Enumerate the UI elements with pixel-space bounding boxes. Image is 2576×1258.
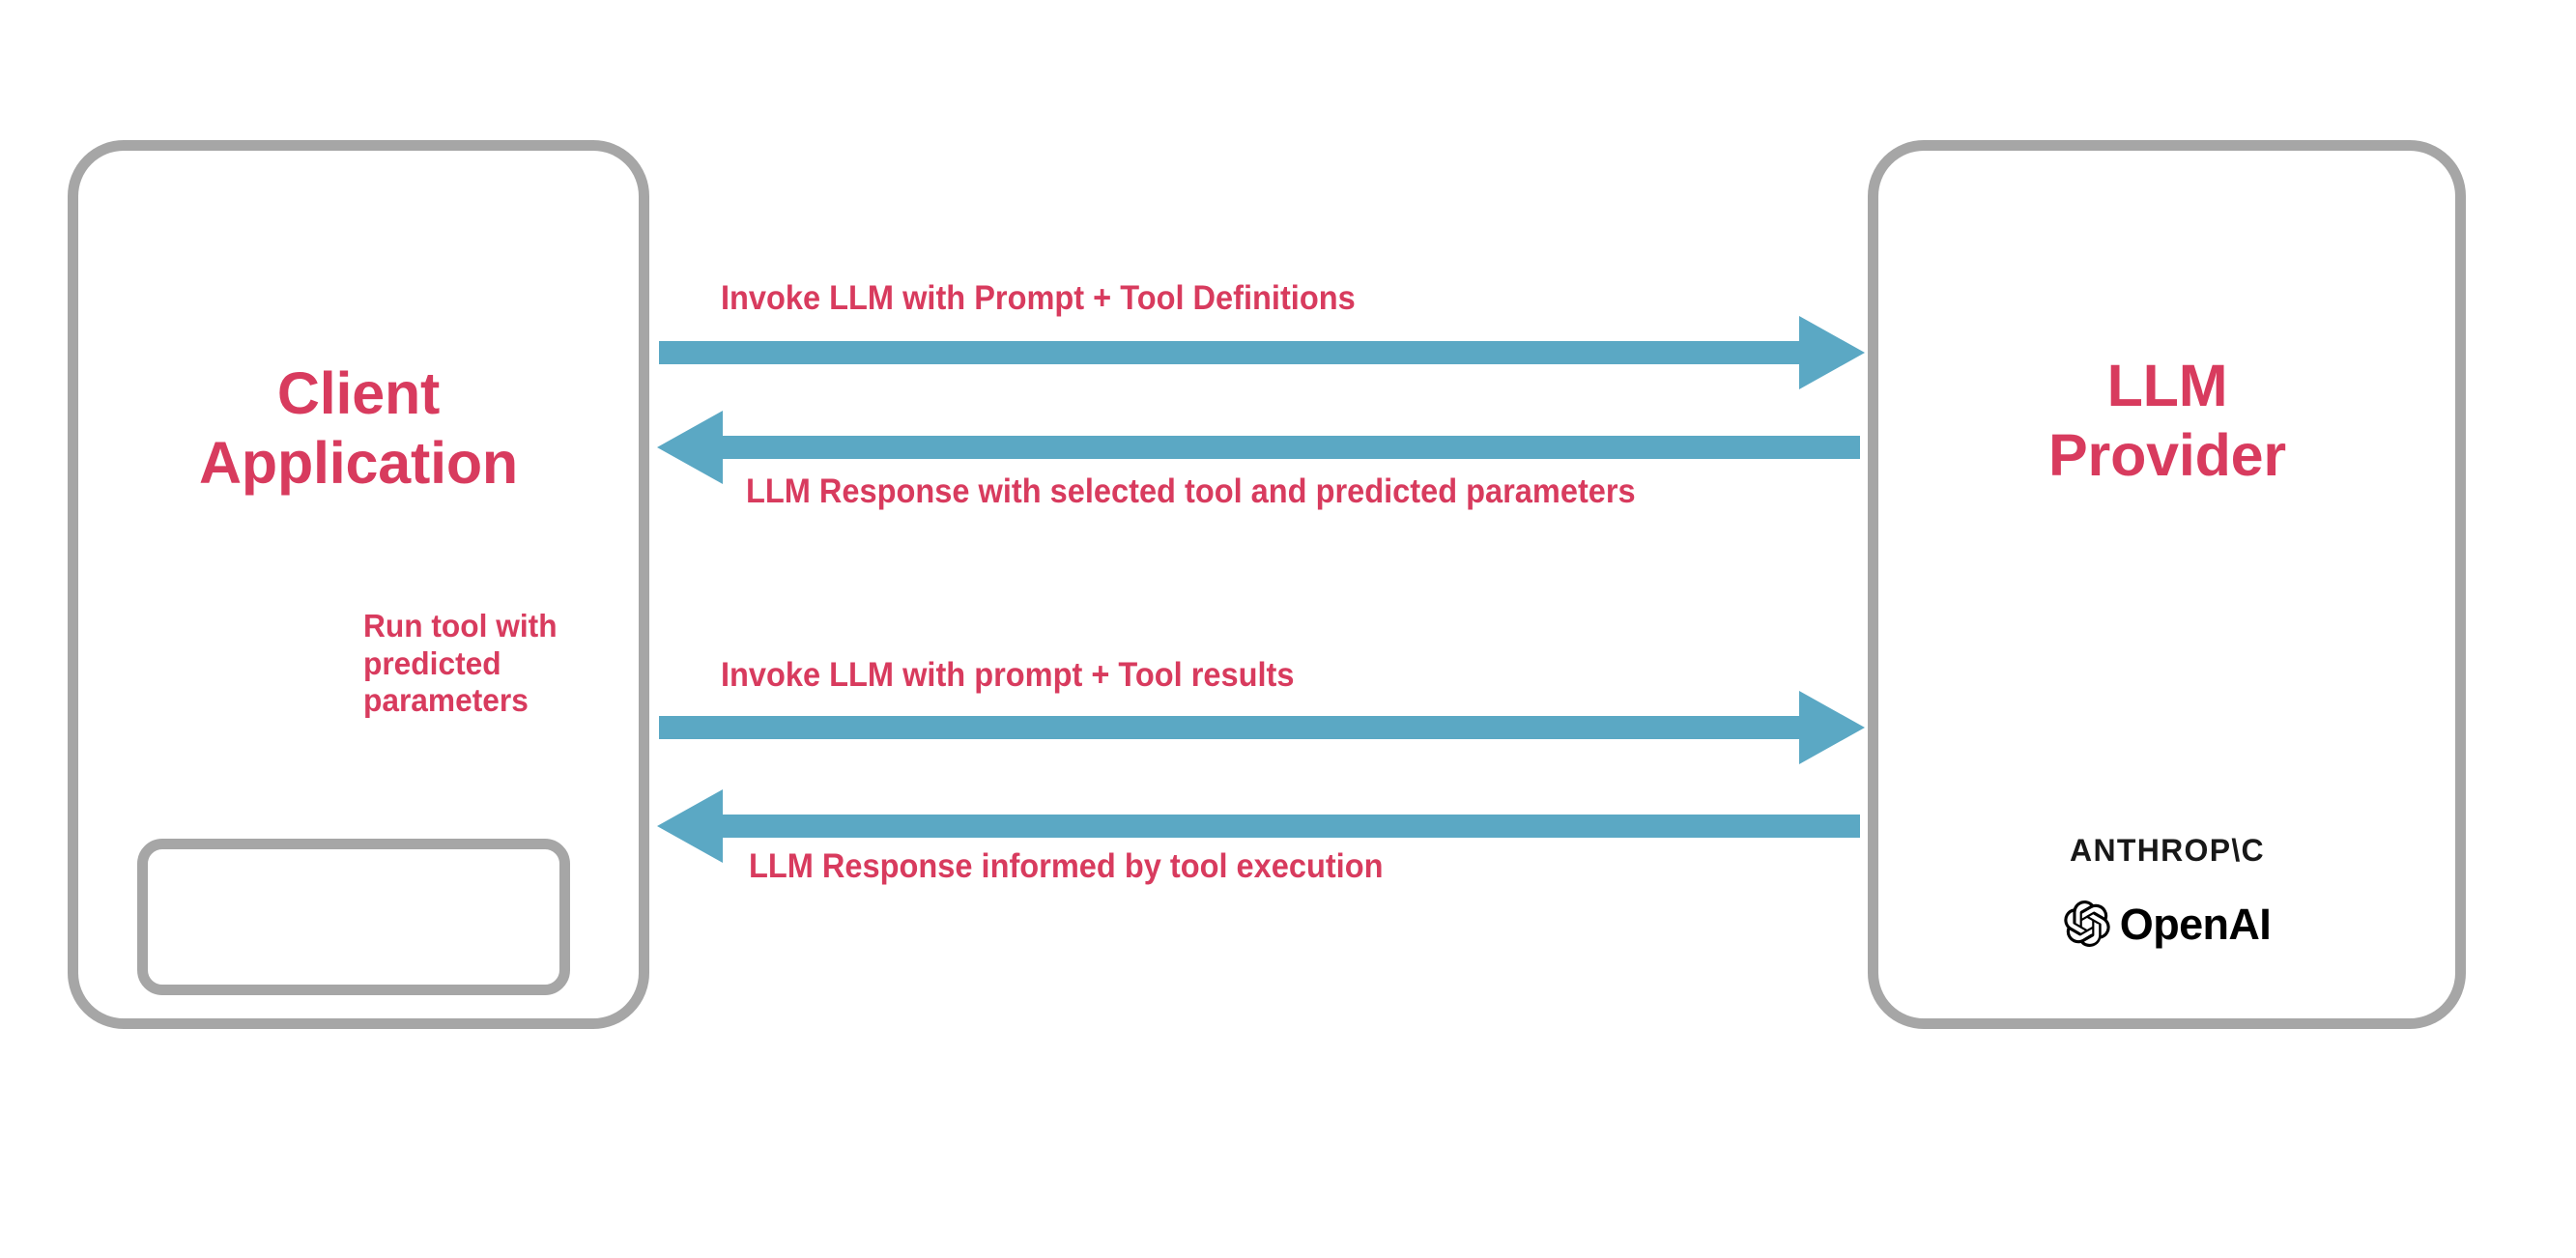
arrow-right-icon-flow-3 <box>659 691 1865 764</box>
openai-swirl-icon <box>2064 901 2110 947</box>
flow-label-invoke-llm-tool-definitions: Invoke LLM with Prompt + Tool Definition… <box>721 279 1356 317</box>
flow-label-llm-response-tool-execution: LLM Response informed by tool execution <box>749 847 1384 885</box>
openai-wordmark: OpenAI <box>2119 899 2272 949</box>
arrow-left-icon-flow-4 <box>657 789 1860 863</box>
flow-label-llm-response-selected-tool: LLM Response with selected tool and pred… <box>746 472 1636 510</box>
flow-label-invoke-llm-tool-results: Invoke LLM with prompt + Tool results <box>721 656 1295 694</box>
client-application-title: Client Application <box>199 360 518 496</box>
llm-provider-box <box>1868 140 2466 1029</box>
arrow-right-icon-flow-1 <box>659 316 1865 389</box>
llm-provider-title: LLM Provider <box>2048 353 2286 488</box>
tools-box[interactable] <box>137 839 570 995</box>
openai-logo-group: OpenAI <box>1877 901 2457 947</box>
anthropic-logo: ANTHROP\C <box>2070 833 2265 868</box>
run-tool-arrow-label: Run tool with predicted parameters <box>363 608 558 719</box>
arrow-left-icon-flow-2 <box>657 411 1860 484</box>
